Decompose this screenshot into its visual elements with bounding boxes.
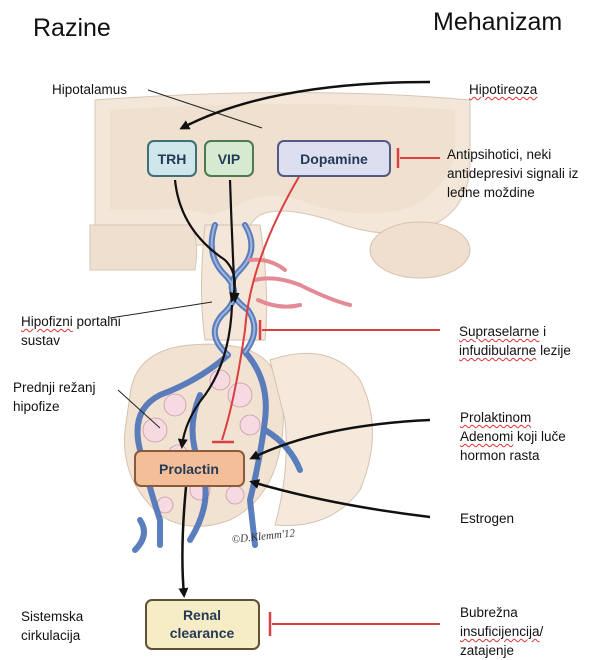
label-portalni-sustav: Hipofizni portalni sustav [21, 312, 121, 350]
label-estrogen: Estrogen [460, 509, 514, 528]
label-supra-word1: Supraselarne [459, 324, 539, 339]
label-prednji-line1: Prednji režanj [13, 380, 96, 395]
heading-mehanizam: Mehanizam [433, 8, 562, 37]
label-prednji-line2: hipofize [13, 399, 60, 414]
label-zatajenje: zatajenje [460, 643, 514, 658]
prolactin-label: Prolactin [159, 461, 219, 477]
label-portal-line2: sustav [21, 333, 60, 348]
label-sistemska-cirkulacija: Sistemska cirkulacija [21, 607, 83, 645]
renal-label-line1: Renal [183, 607, 221, 623]
label-supra-word2: i [539, 324, 546, 339]
credit-text: ©D.Klemm'12 [231, 527, 296, 546]
label-insuf-slash: / [540, 624, 544, 639]
label-hipotalamus: Hipotalamus [52, 80, 127, 99]
trh-box: TRH [148, 141, 196, 176]
optic-chiasm [370, 222, 470, 278]
label-insuf-word: insuficijencija [460, 624, 540, 639]
label-prolaktinom-line1: Prolaktinom [460, 410, 531, 425]
renal-label-line2: clearance [170, 625, 235, 641]
portal-pointer [110, 302, 212, 318]
label-antipsihotici: Antipsihotici, neki antidepresivi signal… [447, 145, 578, 202]
label-adenomi-word: Adenomi [460, 429, 513, 444]
prolactin-box: Prolactin [135, 451, 244, 486]
label-supra-word3: infudibularne [459, 343, 536, 358]
label-sistemska-line1: Sistemska [21, 609, 83, 624]
label-hormon-rasta: hormon rasta [460, 448, 540, 463]
label-sistemska-line2: cirkulacija [21, 628, 80, 643]
label-supra-word4: lezije [536, 343, 571, 358]
heading-razine: Razine [33, 14, 111, 43]
dopamine-box: Dopamine [278, 141, 390, 176]
label-supraselarne: Supraselarne i infudibularne lezije [459, 322, 571, 360]
label-hipotireoza: Hipotireoza [469, 80, 537, 99]
vip-label: VIP [218, 151, 241, 167]
label-prolaktinom: Prolaktinom Adenomi koji luče hormon ras… [460, 408, 566, 465]
label-portal-word1: Hipofizni [21, 314, 73, 329]
label-antipsih-line1: Antipsihotici, neki [447, 147, 551, 162]
label-antipsih-line2: antidepresivi signali iz [447, 166, 578, 181]
label-bubrezna: Bubrežna insuficijencija/ zatajenje [460, 603, 543, 660]
vip-box: VIP [205, 141, 253, 176]
label-bubrezna-line1: Bubrežna [460, 605, 518, 620]
renal-box: Renal clearance [146, 600, 259, 649]
lower-tissue [90, 225, 197, 270]
label-antipsih-line3: leđne moždine [447, 185, 535, 200]
label-prednji-rezanj: Prednji režanj hipofize [13, 378, 96, 416]
dopamine-label: Dopamine [300, 151, 368, 167]
label-adenomi-rest: koji luče [513, 429, 566, 444]
trh-label: TRH [158, 151, 187, 167]
label-portal-word2: portalni [73, 314, 121, 329]
